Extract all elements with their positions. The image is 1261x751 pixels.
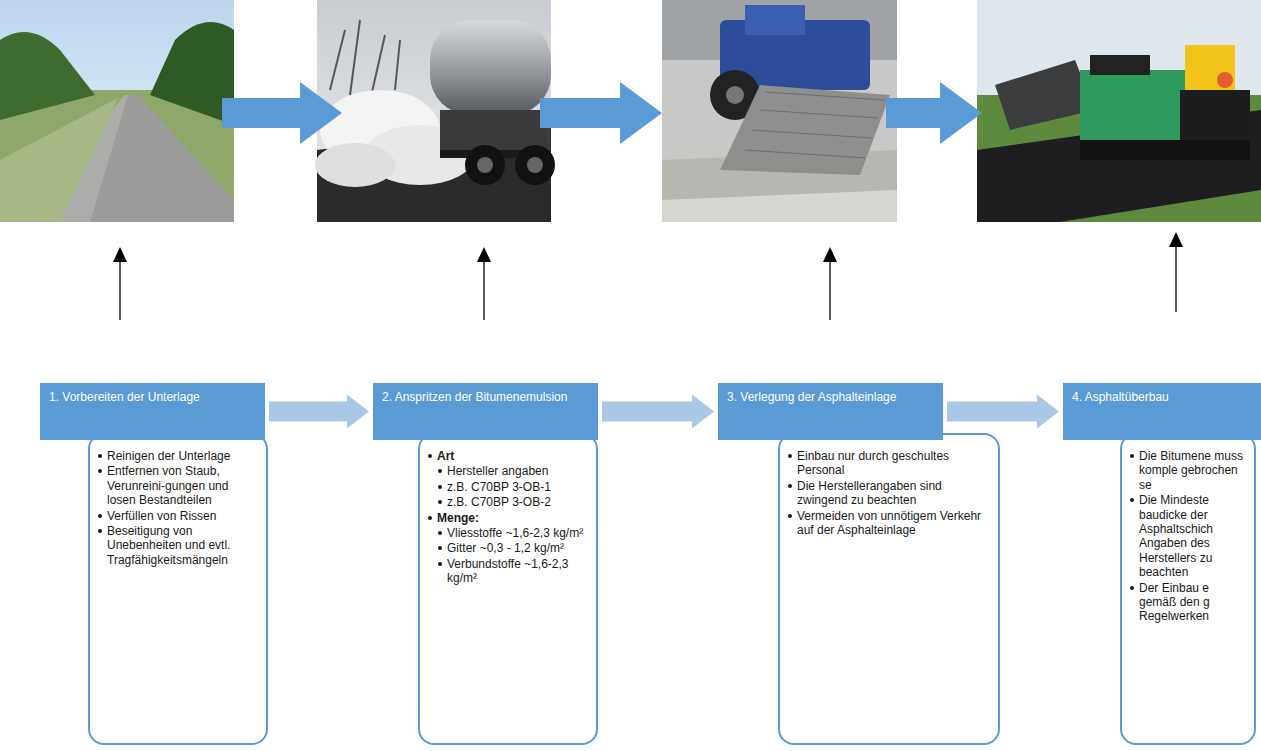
bullet-text: Hersteller angaben	[447, 464, 548, 478]
bullet-item: Einbau nur durch geschultes Personal	[788, 449, 990, 478]
bullet-item: Beseitigung von Unebenheiten und evtl. T…	[98, 524, 258, 567]
paver-photo	[977, 0, 1261, 222]
step-title: 3. Verlegung der Asphalteinlage	[727, 390, 934, 405]
bullet-dot	[428, 516, 432, 520]
bullet-item: Menge:	[428, 511, 588, 525]
bullet-text: Reinigen der Unterlage	[107, 449, 230, 463]
bullet-item: z.B. C70BP 3-OB-1	[428, 480, 588, 494]
photo-arrows	[222, 82, 982, 144]
bullet-text: Vermeiden von unnötigem Verkehr auf der …	[797, 509, 990, 538]
step-header: 3. Verlegung der Asphalteinlage	[718, 383, 943, 440]
bullet-dot	[438, 485, 442, 489]
step-header: 4. Asphaltüberbau	[1063, 383, 1261, 440]
step-title: 1. Vorbereiten der Unterlage	[49, 390, 256, 405]
bullet-dot	[438, 531, 442, 535]
bullet-dot	[438, 546, 442, 550]
bullet-item: Die Mindeste baudicke der Asphaltschich …	[1130, 493, 1246, 579]
bullet-item: Vermeiden von unnötigem Verkehr auf der …	[788, 509, 990, 538]
road-photo	[0, 0, 234, 222]
bullet-text: Die Mindeste baudicke der Asphaltschich …	[1139, 493, 1246, 579]
bullet-item: Die Herstellerangaben sind zwingend zu b…	[788, 479, 990, 508]
bullet-text: Einbau nur durch geschultes Personal	[797, 449, 990, 478]
bullet-text: z.B. C70BP 3-OB-2	[447, 495, 551, 509]
bullet-dot	[98, 514, 102, 518]
bullet-text: Die Herstellerangaben sind zwingend zu b…	[797, 479, 990, 508]
step-details: ArtHersteller angaben z.B. C70BP 3-OB-1z.…	[418, 433, 598, 745]
bullet-text: Verfüllen von Rissen	[107, 509, 216, 523]
bullet-text: Menge:	[437, 511, 479, 525]
bullet-text: Gitter ~0,3 - 1,2 kg/m²	[447, 541, 564, 555]
bullet-text: Entfernen von Staub, Verunreini-gungen u…	[107, 464, 258, 507]
bullet-dot	[438, 500, 442, 504]
step-details: Reinigen der UnterlageEntfernen von Stau…	[88, 433, 268, 745]
flow-arrow	[602, 395, 714, 429]
flow-arrow	[269, 395, 369, 429]
step-header: 1. Vorbereiten der Unterlage	[40, 383, 265, 440]
bullet-item: Vliesstoffe ~1,6-2,3 kg/m²	[428, 526, 588, 540]
pointer-arrows	[113, 232, 1183, 320]
bullet-dot	[1130, 454, 1134, 458]
bullet-text: Verbundstoffe ~1,6-2,3 kg/m²	[447, 557, 588, 586]
step-header: 2. Anspritzen der Bitumenemulsion	[373, 383, 598, 440]
bullet-dot	[98, 454, 102, 458]
bullet-text: z.B. C70BP 3-OB-1	[447, 480, 551, 494]
bullet-dot	[1130, 498, 1134, 502]
bullet-item: Die Bitumene muss komple gebrochen se	[1130, 449, 1246, 492]
bullet-dot	[438, 562, 442, 566]
bullet-dot	[428, 454, 432, 458]
bullet-text: Vliesstoffe ~1,6-2,3 kg/m²	[447, 526, 583, 540]
bullet-item: z.B. C70BP 3-OB-2	[428, 495, 588, 509]
bullet-item: Reinigen der Unterlage	[98, 449, 258, 463]
bullet-item: Verbundstoffe ~1,6-2,3 kg/m²	[428, 557, 588, 586]
bullet-dot	[788, 484, 792, 488]
step-title: 4. Asphaltüberbau	[1072, 390, 1252, 405]
bullet-dot	[1130, 586, 1134, 590]
bullet-dot	[788, 514, 792, 518]
bullet-item: Der Einbau e gemäß den g Regelwerken	[1130, 581, 1246, 624]
bullet-text: Die Bitumene muss komple gebrochen se	[1139, 449, 1246, 492]
grid-laying-photo	[662, 0, 897, 222]
bullet-text: Der Einbau e gemäß den g Regelwerken	[1139, 581, 1246, 624]
bullet-item: Art	[428, 449, 588, 463]
flow-arrow	[947, 395, 1059, 429]
spray-truck-photo	[315, 0, 555, 222]
bullet-text: Art	[437, 449, 454, 463]
bullet-item: Hersteller angaben	[428, 464, 588, 478]
bullet-dot	[98, 469, 102, 473]
bullet-dot	[788, 454, 792, 458]
step-details: Die Bitumene muss komple gebrochen seDie…	[1120, 433, 1256, 745]
bullet-item: Gitter ~0,3 - 1,2 kg/m²	[428, 541, 588, 555]
step-title: 2. Anspritzen der Bitumenemulsion	[382, 390, 589, 405]
bullet-text: Beseitigung von Unebenheiten und evtl. T…	[107, 524, 258, 567]
bullet-dot	[98, 529, 102, 533]
bullet-item: Verfüllen von Rissen	[98, 509, 258, 523]
bullet-dot	[438, 469, 442, 473]
bullet-item: Entfernen von Staub, Verunreini-gungen u…	[98, 464, 258, 507]
step-details: Einbau nur durch geschultes PersonalDie …	[778, 433, 1000, 745]
